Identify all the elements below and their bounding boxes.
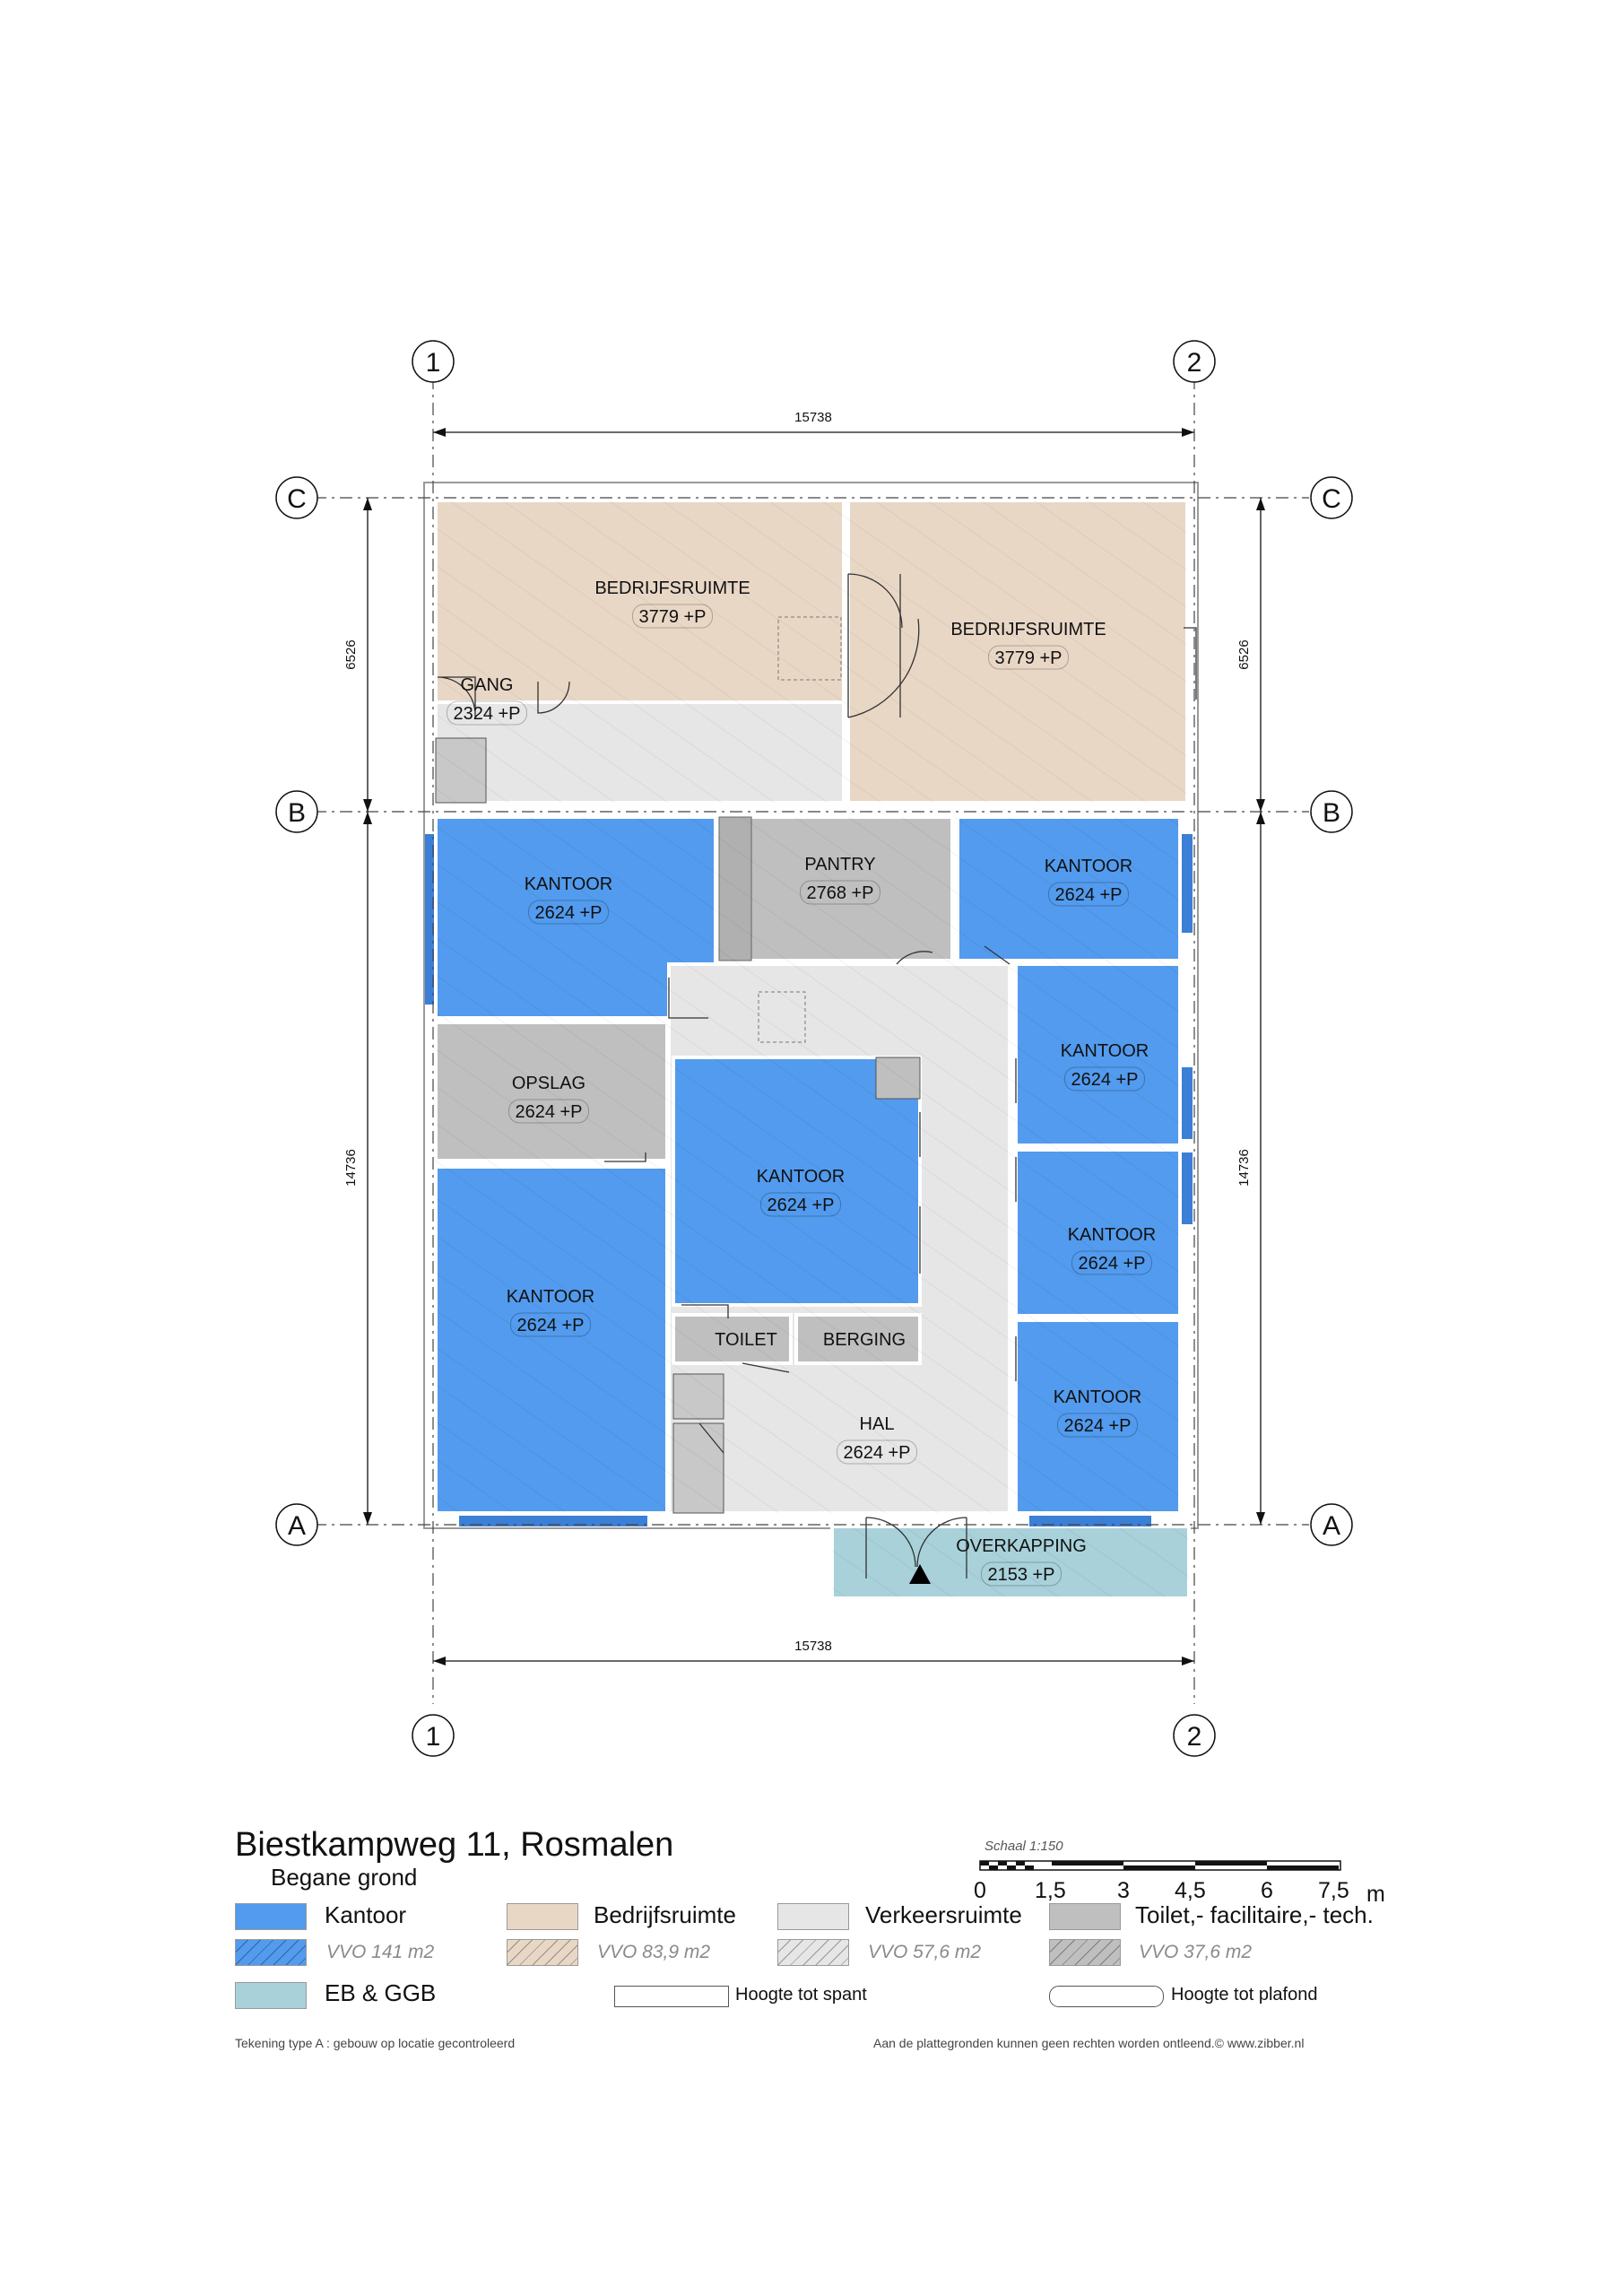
grid-bubbles — [275, 340, 1353, 1757]
room-height: 2768 +P — [806, 883, 873, 903]
room-name: KANTOOR — [1068, 1225, 1157, 1245]
label-kantoor-3: KANTOOR 2624 +P — [1061, 1041, 1149, 1091]
height-pill — [510, 1312, 591, 1337]
label-pantry: PANTRY 2768 +P — [800, 855, 880, 905]
room-name: KANTOOR — [1061, 1041, 1149, 1061]
scale-bar — [979, 1860, 1341, 1871]
window-right-3 — [1182, 1152, 1193, 1224]
grid-label-c-right: C — [1322, 484, 1341, 514]
room-name: KANTOOR — [1045, 857, 1133, 876]
grid-label-c-left: C — [287, 484, 307, 514]
label-overkapping: OVERKAPPING 2153 +P — [956, 1536, 1087, 1587]
window-bottom-1 — [459, 1516, 647, 1526]
room-height: 3779 +P — [994, 648, 1062, 668]
grid-label-a-left: A — [288, 1511, 306, 1541]
hatch-overlay-bottom — [436, 817, 1180, 1513]
room-name: OVERKAPPING — [956, 1536, 1087, 1556]
label-kantoor-2: KANTOOR 2624 +P — [1045, 857, 1133, 907]
grid-label-a-right: A — [1323, 1511, 1340, 1541]
height-pill — [508, 1099, 589, 1124]
room-name: TOILET — [715, 1330, 777, 1350]
dim-top: 15738 — [794, 410, 832, 425]
room-height: 2624 +P — [516, 1316, 584, 1335]
grid-label-b-right: B — [1323, 798, 1340, 828]
label-bedrijf-1: BEDRIJFSRUIMTE 3779 +P — [594, 578, 750, 629]
room-name: KANTOOR — [757, 1167, 846, 1187]
hatch-overlay-top — [436, 500, 1187, 803]
height-pill — [1048, 882, 1129, 907]
dim-right-lower: 14736 — [1236, 1149, 1252, 1187]
grid-label-b-left: B — [288, 798, 306, 828]
room-height: 3779 +P — [638, 607, 706, 627]
room-name: HAL — [860, 1414, 895, 1434]
label-hal: HAL 2624 +P — [837, 1414, 917, 1465]
room-height: 2624 +P — [1071, 1070, 1138, 1090]
height-pill — [760, 1192, 841, 1217]
label-toilet: TOILET — [715, 1330, 777, 1350]
room-name: BERGING — [823, 1330, 906, 1350]
dimension-lines — [367, 431, 1262, 1662]
label-bedrijf-2: BEDRIJFSRUIMTE 3779 +P — [950, 620, 1106, 670]
hatch-overlay-porch — [832, 1526, 1189, 1598]
grid-label-2-bottom: 2 — [1187, 1722, 1202, 1752]
label-kantoor-1: KANTOOR 2624 +P — [525, 874, 613, 925]
dim-left-upper: 6526 — [343, 639, 359, 669]
room-name: GANG — [461, 675, 514, 695]
height-pill — [632, 604, 713, 629]
doors — [437, 573, 1197, 1578]
dim-right-upper: 6526 — [1236, 639, 1252, 669]
height-pill — [988, 645, 1069, 670]
height-pill — [800, 880, 880, 905]
room-name: PANTRY — [804, 855, 875, 874]
height-pill — [837, 1439, 917, 1465]
dim-bottom: 15738 — [794, 1639, 832, 1654]
room-height: 2324 +P — [453, 704, 520, 724]
skylight-1 — [777, 616, 842, 681]
room-name: KANTOOR — [507, 1287, 595, 1307]
room-name: BEDRIJFSRUIMTE — [950, 620, 1106, 639]
window-right-1 — [1182, 834, 1193, 933]
room-name: KANTOOR — [525, 874, 613, 894]
label-kantoor-5: KANTOOR 2624 +P — [1068, 1225, 1157, 1275]
room-name: OPSLAG — [512, 1074, 585, 1093]
entrance-arrow-icon — [909, 1564, 931, 1584]
grid-label-2-top: 2 — [1187, 348, 1202, 378]
height-pill — [528, 900, 609, 925]
window-bottom-2 — [1029, 1516, 1151, 1526]
label-kantoor-6: KANTOOR 2624 +P — [507, 1287, 595, 1337]
height-pill — [1064, 1066, 1145, 1091]
label-berging: BERGING — [823, 1330, 906, 1350]
label-kantoor-4: KANTOOR 2624 +P — [757, 1167, 846, 1217]
dimension-arrows — [363, 428, 1265, 1665]
room-name: KANTOOR — [1054, 1387, 1142, 1407]
skylight-2 — [758, 991, 806, 1043]
room-height: 2624 +P — [1063, 1416, 1131, 1436]
height-pill — [447, 700, 527, 726]
room-height: 2624 +P — [767, 1196, 834, 1215]
grid-lines — [314, 377, 1309, 1704]
window-right-2 — [1182, 1067, 1193, 1139]
room-height: 2624 +P — [534, 903, 602, 923]
height-pill — [1057, 1413, 1138, 1438]
room-height: 2624 +P — [843, 1443, 910, 1463]
height-pill — [1071, 1250, 1152, 1275]
height-pill — [981, 1561, 1062, 1587]
room-height: 2153 +P — [987, 1565, 1054, 1585]
dim-left-lower: 14736 — [343, 1149, 359, 1187]
label-gang: GANG 2324 +P — [447, 675, 527, 726]
grid-label-1-top: 1 — [426, 348, 441, 378]
room-height: 2624 +P — [1078, 1254, 1145, 1274]
room-name: BEDRIJFSRUIMTE — [594, 578, 750, 598]
window-left-upper — [425, 834, 434, 1004]
label-opslag: OPSLAG 2624 +P — [508, 1074, 589, 1124]
label-kantoor-7: KANTOOR 2624 +P — [1054, 1387, 1142, 1438]
room-height: 2624 +P — [1054, 885, 1122, 905]
room-height: 2624 +P — [515, 1102, 582, 1122]
grid-label-1-bottom: 1 — [426, 1722, 441, 1752]
